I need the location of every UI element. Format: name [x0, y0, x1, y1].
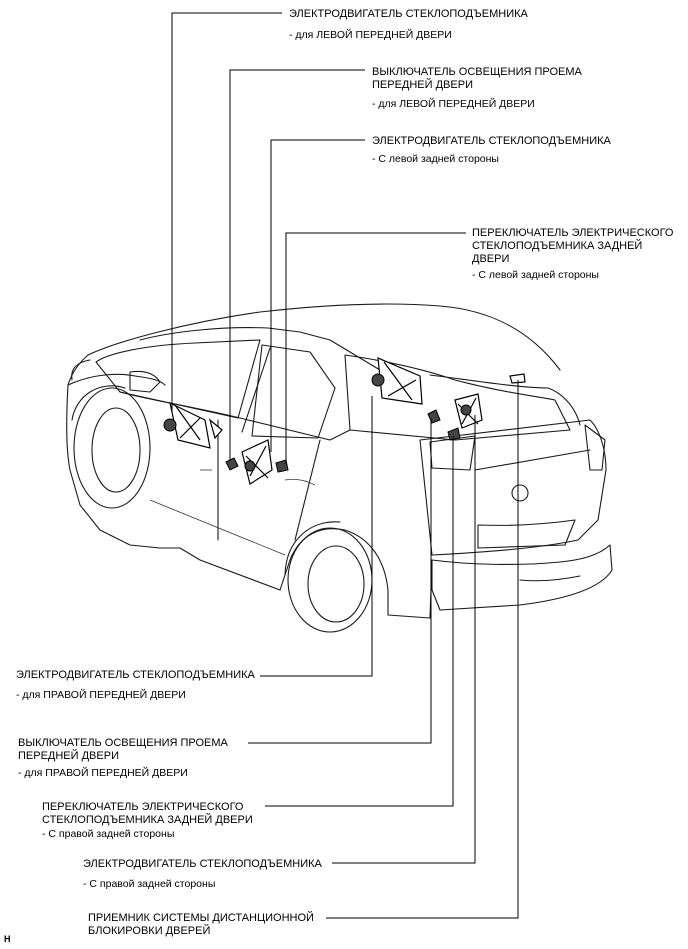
- lr-switch-title-1: ПЕРЕКЛЮЧАТЕЛЬ ЭЛЕКТРИЧЕСКОГО: [472, 227, 674, 239]
- lf-motor-title: ЭЛЕКТРОДВИГАТЕЛЬ СТЕКЛОПОДЪЕМНИКА: [289, 8, 528, 20]
- leader-receiver: [326, 380, 519, 919]
- leader-lr-switch: [285, 232, 466, 464]
- lr-window-switch: [275, 459, 289, 473]
- receiver-title-2: БЛОКИРОВКИ ДВЕРЕЙ: [88, 925, 211, 937]
- car-outline: [66, 303, 613, 633]
- rf-window-regulator: [371, 357, 423, 405]
- rf-courtesy-sub: - для ПРАВОЙ ПЕРЕДНЕЙ ДВЕРИ: [18, 767, 188, 779]
- lf-courtesy-switch: [225, 457, 239, 471]
- figure-id: H: [4, 934, 11, 944]
- lr-switch-title-2: СТЕКЛОПОДЪЕМНИКА ЗАДНЕЙ: [472, 240, 643, 252]
- rr-motor-title: ЭЛЕКТРОДВИГАТЕЛЬ СТЕКЛОПОДЪЕМНИКА: [83, 858, 322, 870]
- rr-motor-sub: - С правой задней стороны: [83, 878, 216, 890]
- lf-courtesy-sub: - для ЛЕВОЙ ПЕРЕДНЕЙ ДВЕРИ: [372, 98, 535, 110]
- lf-motor-sub: - для ЛЕВОЙ ПЕРЕДНЕЙ ДВЕРИ: [289, 29, 452, 41]
- lr-window-regulator: [241, 439, 273, 485]
- rr-window-switch: [447, 427, 461, 441]
- leader-lf-motor: [171, 12, 282, 413]
- door-lock-receiver: [509, 373, 526, 384]
- receiver-title-1: ПРИЕМНИК СИСТЕМЫ ДИСТАНЦИОННОЙ: [88, 912, 314, 924]
- leader-lr-motor: [270, 139, 365, 452]
- lf-courtesy-title-2: ПЕРЕДНЕЙ ДВЕРИ: [372, 79, 473, 91]
- lf-window-regulator: [163, 401, 223, 449]
- lf-courtesy-title-1: ВЫКЛЮЧАТЕЛЬ ОСВЕЩЕНИЯ ПРОЕМА: [372, 66, 582, 78]
- rr-switch-title-1: ПЕРЕКЛЮЧАТЕЛЬ ЭЛЕКТРИЧЕСКОГО: [42, 801, 244, 813]
- lr-switch-title-3: ДВЕРИ: [472, 253, 510, 265]
- leader-rf-motor: [260, 396, 373, 677]
- rr-window-regulator: [454, 393, 483, 429]
- leader-rr-motor: [332, 415, 476, 864]
- lr-switch-sub: - С левой задней стороны: [472, 269, 599, 281]
- rf-courtesy-title-1: ВЫКЛЮЧАТЕЛЬ ОСВЕЩЕНИЯ ПРОЕМА: [18, 737, 228, 749]
- lr-motor-title: ЭЛЕКТРОДВИГАТЕЛЬ СТЕКЛОПОДЪЕМНИКА: [372, 135, 611, 147]
- rf-courtesy-title-2: ПЕРЕДНЕЙ ДВЕРИ: [18, 750, 119, 762]
- rr-switch-sub: - С правой задней стороны: [42, 828, 175, 840]
- leader-lines: [171, 12, 519, 919]
- lr-motor-sub: - С левой задней стороны: [372, 153, 499, 165]
- leader-rr-switch: [265, 436, 454, 807]
- leader-lf-courtesy: [229, 69, 365, 461]
- leader-rf-courtesy: [248, 419, 432, 744]
- rf-motor-title: ЭЛЕКТРОДВИГАТЕЛЬ СТЕКЛОПОДЪЕМНИКА: [16, 669, 255, 681]
- rr-switch-title-2: СТЕКЛОПОДЪЕМНИКА ЗАДНЕЙ ДВЕРИ: [42, 814, 253, 826]
- rf-courtesy-switch: [427, 409, 441, 424]
- rf-motor-sub: - для ПРАВОЙ ПЕРЕДНЕЙ ДВЕРИ: [16, 689, 186, 701]
